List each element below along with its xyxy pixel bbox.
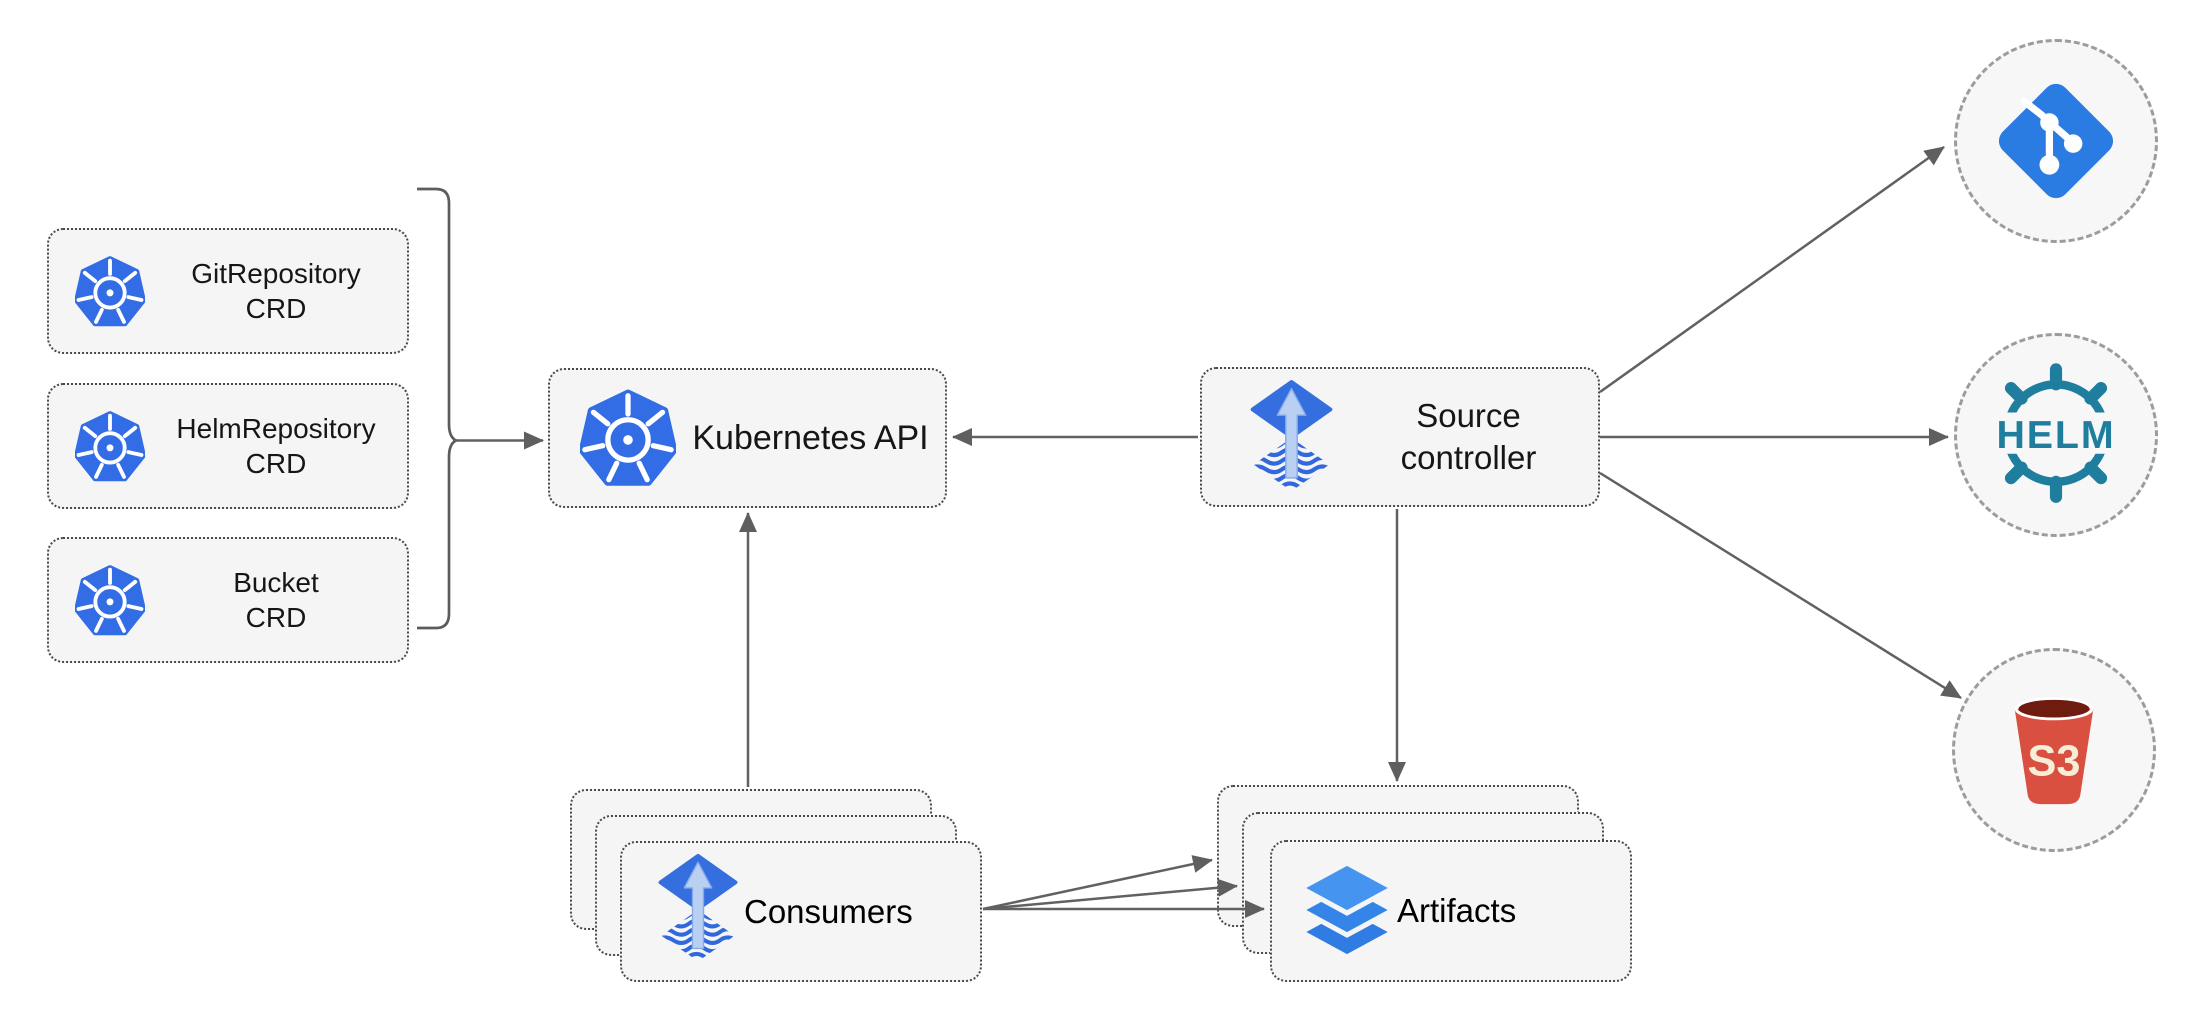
s3-wordmark: S3 [2028,738,2081,786]
layers-icon [1295,859,1399,964]
crd-bracket [417,187,460,630]
arrow-consumers-to-artifacts-2 [982,878,1238,911]
flux-icon [1244,379,1339,495]
source-controller-label: Source controller [1400,397,1537,476]
node-gitrepository-crd: GitRepository CRD [47,228,409,354]
node-git-source [1954,39,2158,243]
kubernetes-api-label: Kubernetes API [692,419,929,457]
arrow-consumers-to-artifacts-1 [982,855,1213,911]
helm-wordmark: HELM [1996,413,2115,457]
helm-icon: HELM [1982,363,2130,503]
node-helm-source: HELM [1954,333,2158,537]
node-artifacts-stack: Artifacts [1217,785,1632,982]
gitrepository-crd-label: GitRepository CRD [191,258,361,324]
node-s3-source: S3 [1952,648,2156,852]
artifacts-card-front: Artifacts [1270,840,1632,982]
node-kubernetes-api: Kubernetes API [548,368,947,508]
arrow-source-to-s3 [1599,471,1962,700]
git-diamond [1998,83,2114,199]
consumers-label: Consumers [744,892,913,930]
node-consumers-stack: Consumers [570,789,982,982]
arrow-source-to-git [1599,145,1945,394]
s3-bucket-body [2014,708,2094,805]
git-icon [1998,83,2114,199]
kubernetes-icon [75,564,145,637]
helmrepository-crd-label: HelmRepository CRD [176,413,376,479]
node-helmrepository-crd: HelmRepository CRD [47,383,409,509]
s3-bucket-icon: S3 [2014,697,2094,805]
kubernetes-icon [580,388,676,488]
node-source-controller: Source controller [1200,367,1600,507]
bucket-crd-label: Bucket CRD [233,567,319,633]
artifacts-label: Artifacts [1397,892,1517,929]
kubernetes-icon [75,410,145,483]
flux-icon [652,853,744,970]
node-bucket-crd: Bucket CRD [47,537,409,663]
kubernetes-icon [75,255,145,328]
consumers-card-front: Consumers [620,841,982,982]
